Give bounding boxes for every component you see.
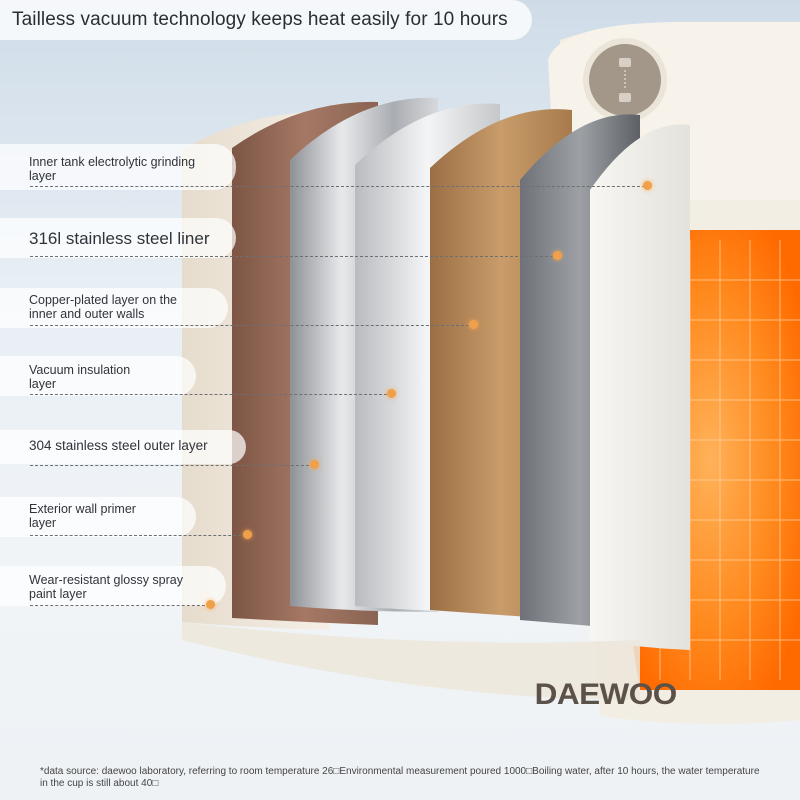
headline-text: Tailless vacuum technology keeps heat ea…: [12, 9, 508, 30]
layer-label-7: Wear-resistant glossy spray paint layer: [29, 573, 183, 601]
brand-logo: DAEWOO: [534, 678, 678, 711]
layer-indicator-7: [206, 600, 215, 609]
layer-label-5: 304 stainless steel outer layer: [29, 438, 208, 453]
layer-label-2: 316l stainless steel liner: [29, 229, 210, 248]
headline-banner: Tailless vacuum technology keeps heat ea…: [0, 0, 532, 40]
layer-label-1: Inner tank electrolytic grinding layer: [29, 155, 196, 183]
layer-leader-6: [30, 535, 246, 536]
layer-label-4: Vacuum insulation layer: [29, 363, 131, 391]
layer-leader-3: [30, 325, 474, 326]
layer-leader-1: [30, 186, 650, 187]
layer-label-box-7: [0, 566, 226, 606]
layer-label-3: Copper-plated layer on the inner and out…: [29, 293, 178, 321]
layer-leader-5: [30, 465, 314, 466]
layer-label-box-5: [0, 430, 246, 464]
layer-label-6: Exterior wall primer layer: [29, 502, 136, 530]
layer-indicator-5: [310, 460, 319, 469]
layer-indicator-1: [643, 181, 652, 190]
layer-indicator-3: [469, 320, 478, 329]
layer-indicator-4: [387, 389, 396, 398]
layer-leader-4: [30, 394, 392, 395]
layer-label-box-2: [0, 218, 236, 258]
layer-label-box-6: [0, 497, 196, 537]
layer-leader-2: [30, 256, 558, 257]
layer-label-box-4: [0, 356, 196, 396]
data-source-footnote: *data source: daewoo laboratory, referri…: [40, 766, 760, 789]
layer-label-box-3: [0, 288, 228, 328]
layer-leader-7: [30, 605, 210, 606]
layer-indicator-6: [243, 530, 252, 539]
layer-label-box-1: [0, 144, 236, 190]
layer-indicator-2: [553, 251, 562, 260]
